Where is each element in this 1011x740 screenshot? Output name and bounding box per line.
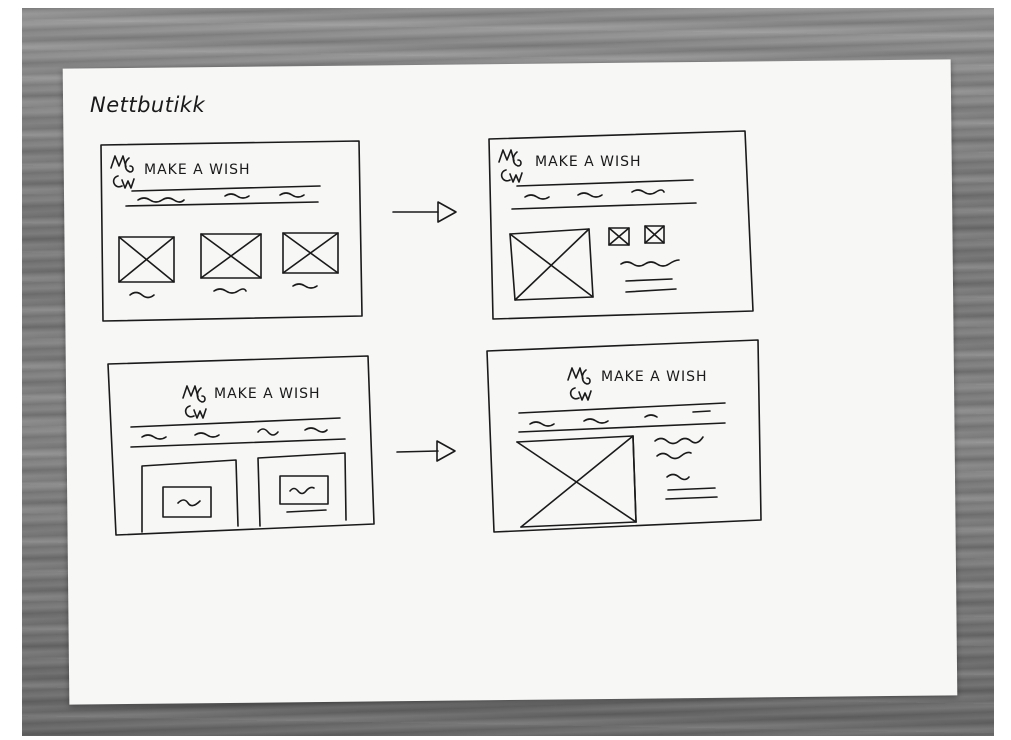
description-squiggle <box>666 473 690 481</box>
nav-squiggle <box>577 192 603 198</box>
nav-line <box>130 438 346 448</box>
thumbnail-placeholder <box>608 227 630 246</box>
frame-outline <box>100 140 363 322</box>
product-image-placeholder <box>200 233 262 279</box>
brand-name: MAKE A WISH <box>601 369 708 385</box>
thumbnail-placeholder <box>644 225 665 244</box>
nav-squiggle <box>692 410 711 413</box>
nav-line <box>125 201 319 207</box>
product-caption-squiggle <box>292 283 318 289</box>
description-line <box>665 496 718 500</box>
divider-line <box>632 435 637 523</box>
nav-squiggle <box>279 192 305 198</box>
brand-name: MAKE A WISH <box>214 386 321 402</box>
product-image-placeholder <box>118 236 175 283</box>
logo-mark-icon <box>110 155 135 189</box>
description-squiggle <box>654 436 704 445</box>
product-image-placeholder <box>516 435 637 528</box>
nav-squiggle <box>529 421 555 427</box>
nav-line <box>511 202 697 210</box>
logo-mark-icon <box>567 367 592 401</box>
category-card <box>257 452 347 527</box>
nav-line <box>130 417 341 428</box>
description-squiggle <box>620 259 680 267</box>
nav-line <box>516 179 694 187</box>
product-image-placeholder <box>509 228 594 301</box>
wireframe-categories: MAKE A WISH <box>107 355 375 536</box>
category-card <box>141 459 239 533</box>
frame-outline <box>107 355 375 536</box>
nav-squiggle <box>257 428 279 436</box>
page-title: Nettbutikk <box>90 93 205 117</box>
frame-outline <box>486 339 762 533</box>
arrow-icon <box>392 201 457 223</box>
arrow-icon <box>396 440 456 462</box>
wireframe-product-page: MAKE A WISH <box>486 339 762 533</box>
logo-mark-icon <box>498 149 523 183</box>
brand-name: MAKE A WISH <box>535 154 642 170</box>
nav-squiggle <box>524 194 550 200</box>
nav-squiggle <box>644 414 658 418</box>
nav-squiggle <box>137 197 185 203</box>
nav-squiggle <box>583 418 609 424</box>
product-image-placeholder <box>282 232 339 274</box>
nav-squiggle <box>194 432 220 438</box>
brand-name: MAKE A WISH <box>144 162 251 178</box>
product-caption-squiggle <box>213 288 247 294</box>
nav-squiggle <box>141 434 167 440</box>
wireframe-listing: MAKE A WISH <box>100 140 363 322</box>
wireframe-product-detail: MAKE A WISH <box>488 130 754 320</box>
nav-squiggle <box>224 193 250 199</box>
product-caption-squiggle <box>129 291 155 299</box>
frame-outline <box>488 130 754 320</box>
nav-line <box>518 402 726 414</box>
description-line <box>667 487 716 491</box>
nav-line <box>518 422 726 433</box>
description-line <box>625 278 673 282</box>
description-line <box>625 288 677 293</box>
logo-mark-icon <box>182 385 207 419</box>
nav-squiggle <box>631 189 665 195</box>
description-squiggle <box>656 451 692 460</box>
nav-line <box>131 185 321 192</box>
nav-squiggle <box>304 427 328 433</box>
